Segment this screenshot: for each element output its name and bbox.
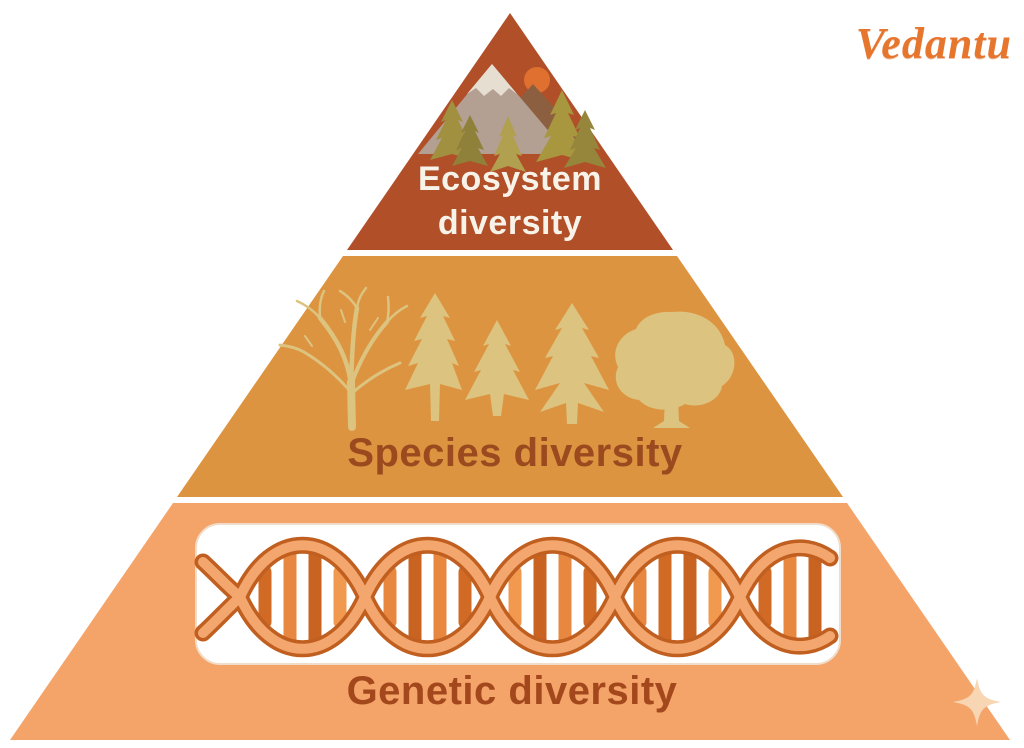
genetic-label: Genetic diversity [346, 669, 678, 713]
dna-base-pairs [258, 547, 822, 647]
sparkle-icon [953, 678, 1001, 726]
tree-silhouette-pine [405, 293, 462, 421]
tree-silhouette-fir [465, 320, 529, 416]
vedantu-logo: Vedantu [855, 19, 1012, 68]
species-label: Species diversity [347, 431, 683, 475]
dna-strands [194, 536, 839, 658]
tree-silhouette-spruce [535, 303, 609, 424]
snow-cap [467, 64, 517, 96]
dna-illustration [194, 523, 841, 665]
mountain-forest-illustration [418, 64, 606, 172]
tree-silhouettes [278, 286, 735, 431]
tree-silhouette-round [615, 311, 735, 428]
pine-icon [490, 116, 526, 172]
sun-icon [524, 67, 550, 93]
ecosystem-label: Ecosystem diversity [360, 157, 660, 245]
ecosystem-label-line2: diversity [437, 204, 583, 242]
tree-silhouette-bare [278, 286, 409, 431]
ecosystem-label-line1: Ecosystem [417, 160, 603, 198]
pine-icon [564, 110, 606, 168]
dna-strand [198, 540, 835, 654]
pine-icon [452, 115, 488, 166]
